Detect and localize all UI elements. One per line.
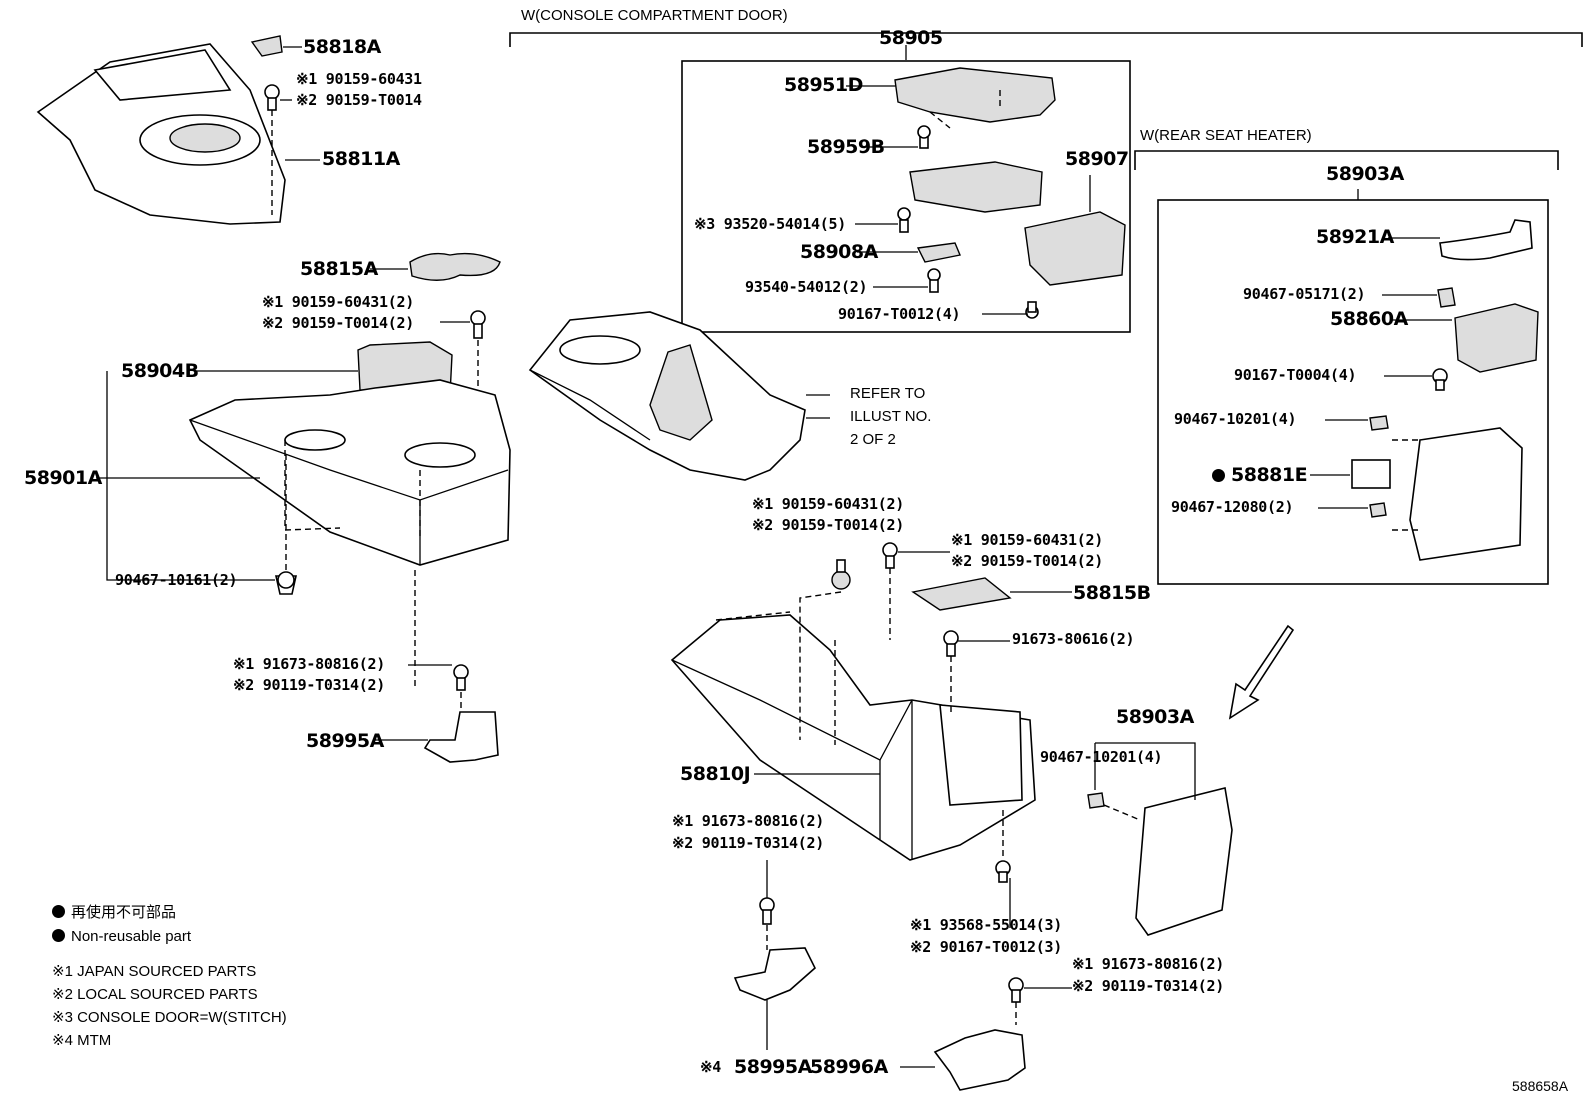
legend-note-2: ※2 LOCAL SOURCED PARTS [52, 986, 258, 1003]
direction-arrow [1228, 624, 1295, 720]
inner-door-frame-shape [909, 161, 1043, 213]
legend-note-4: ※4 MTM [52, 1032, 112, 1049]
callout-91673-80616[interactable]: 91673-80616(2) [1012, 630, 1135, 648]
center-console-rear-drawing [670, 611, 1036, 861]
part-58908A[interactable]: 58908A [800, 241, 878, 263]
callout-90159-60431-2[interactable]: ※1 90159-60431(2) [262, 293, 414, 311]
part-58995A-left-shape [423, 711, 499, 763]
part-58860A-shape [1454, 303, 1539, 373]
legend-nonreusable-en-text: Non-reusable part [71, 928, 192, 945]
part-58951D[interactable]: 58951D [784, 74, 863, 96]
non-reusable-dot-icon [1212, 469, 1225, 482]
callout-91673-80816-mid[interactable]: ※1 91673-80816(2) [672, 812, 824, 830]
callout-90159-60431-mid[interactable]: ※1 90159-60431(2) [752, 495, 904, 513]
part-58903A-lower[interactable]: 58903A [1116, 706, 1194, 728]
callout-90467-10201-top[interactable]: 90467-10201(4) [1174, 410, 1297, 428]
center-console-front-drawing [188, 341, 511, 566]
legend-nonreusable-en: Non-reusable part [52, 929, 191, 944]
part-58860A[interactable]: 58860A [1330, 308, 1408, 330]
callout-90159-T0014[interactable]: ※2 90159-T0014 [296, 91, 422, 109]
callout-90467-12080[interactable]: 90467-12080(2) [1171, 498, 1294, 516]
rear-seat-heater-bracket [1134, 150, 1559, 170]
refer-line-2: ILLUST NO. [850, 408, 932, 425]
callout-91673-80816-right[interactable]: ※1 91673-80816(2) [1072, 955, 1224, 973]
part-58810J[interactable]: 58810J [680, 763, 751, 785]
callout-90167-T0012[interactable]: 90167-T0012(4) [838, 305, 961, 323]
part-58996A-shape [933, 1029, 1026, 1091]
refer-line-3: 2 OF 2 [850, 431, 896, 448]
part-58818A-shape [250, 35, 283, 57]
part-58907-shape [1024, 211, 1126, 286]
part-58921A[interactable]: 58921A [1316, 226, 1394, 248]
part-58907[interactable]: 58907 [1065, 148, 1129, 170]
part-58881E-shape [1351, 459, 1391, 489]
refer-line-1: REFER TO [850, 385, 926, 402]
legend-note-3: ※3 CONSOLE DOOR=W(STITCH) [52, 1009, 287, 1026]
rear-seat-heater-header: W(REAR SEAT HEATER) [1140, 127, 1312, 144]
part-58908A-shape [916, 242, 961, 263]
callout-91673-80816-left[interactable]: ※1 91673-80816(2) [233, 655, 385, 673]
callout-90119-T0314-right[interactable]: ※2 90119-T0314(2) [1072, 977, 1224, 995]
console-door-box [681, 60, 1131, 333]
part-58959B[interactable]: 58959B [807, 136, 885, 158]
rear-console-panel-shape [1409, 427, 1523, 561]
part-58996A[interactable]: 58996A [810, 1056, 888, 1078]
part-58811A[interactable]: 58811A [322, 148, 400, 170]
part-58881E[interactable]: 58881E [1212, 464, 1308, 486]
diagram-id: 588658A [1512, 1078, 1569, 1094]
legend-nonreusable-jp: 再使用不可部品 [52, 905, 176, 920]
part-58881E-label: 58881E [1231, 464, 1308, 486]
non-reusable-dot-icon [52, 929, 65, 942]
part-58904B[interactable]: 58904B [121, 360, 199, 382]
part-58903A-lower-shape [1135, 787, 1233, 936]
rear-heater-box [1157, 199, 1549, 585]
part-58995A-left[interactable]: 58995A [306, 730, 384, 752]
callout-90159-T0014-mid[interactable]: ※2 90159-T0014(2) [752, 516, 904, 534]
part-58951D-shape [894, 67, 1056, 123]
callout-90159-60431[interactable]: ※1 90159-60431 [296, 70, 422, 88]
part-58903A-top[interactable]: 58903A [1326, 163, 1404, 185]
callout-90159-60431-right[interactable]: ※1 90159-60431(2) [951, 531, 1103, 549]
legend-nonreusable-jp-text: 再使用不可部品 [71, 904, 177, 921]
part-58815B-shape [911, 577, 1012, 611]
mtm-marker: ※4 [700, 1058, 721, 1076]
callout-90467-10161[interactable]: 90467-10161(2) [115, 571, 238, 589]
callout-90467-05171[interactable]: 90467-05171(2) [1243, 285, 1366, 303]
part-58921A-shape [1439, 219, 1533, 261]
part-58995A-bottom[interactable]: 58995A [734, 1056, 812, 1078]
callout-90167-T0004[interactable]: 90167-T0004(4) [1234, 366, 1357, 384]
center-console-mid-drawing [528, 311, 806, 481]
part-58901A[interactable]: 58901A [24, 467, 102, 489]
console-door-header: W(CONSOLE COMPARTMENT DOOR) [521, 7, 788, 24]
legend-note-1: ※1 JAPAN SOURCED PARTS [52, 963, 257, 980]
callout-90167-T0012-lower[interactable]: ※2 90167-T0012(3) [910, 938, 1062, 956]
part-58818A[interactable]: 58818A [303, 36, 381, 58]
callout-90467-10201-lower[interactable]: 90467-10201(4) [1040, 748, 1163, 766]
part-58905[interactable]: 58905 [879, 27, 943, 49]
non-reusable-dot-icon [52, 905, 65, 918]
part-58815A-shape [409, 252, 501, 281]
part-58815B[interactable]: 58815B [1073, 582, 1151, 604]
callout-93568-55014[interactable]: ※1 93568-55014(3) [910, 916, 1062, 934]
part-58995A-bottom-shape [733, 947, 816, 1001]
shift-console-upper-drawing [36, 43, 286, 225]
callout-90119-T0314-left[interactable]: ※2 90119-T0314(2) [233, 676, 385, 694]
callout-93540-54012[interactable]: 93540-54012(2) [745, 278, 868, 296]
callout-90119-T0314-mid[interactable]: ※2 90119-T0314(2) [672, 834, 824, 852]
callout-93520-54014[interactable]: ※3 93520-54014(5) [694, 215, 846, 233]
part-58815A[interactable]: 58815A [300, 258, 378, 280]
callout-90159-T0014-right[interactable]: ※2 90159-T0014(2) [951, 552, 1103, 570]
callout-90159-T0014-2[interactable]: ※2 90159-T0014(2) [262, 314, 414, 332]
console-door-bracket [509, 32, 1583, 47]
